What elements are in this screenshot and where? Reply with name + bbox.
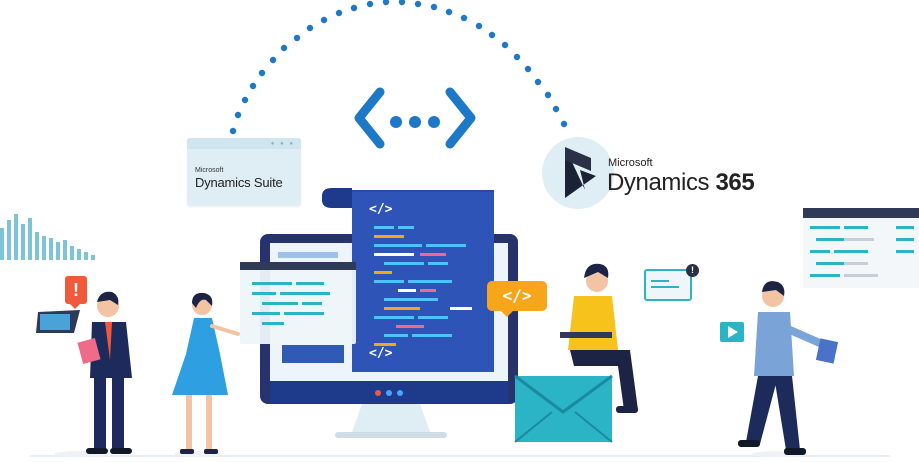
small-exclamation-icon: ! [686, 264, 699, 277]
scroll-code-tag-bottom: </> [369, 346, 393, 361]
suite-product-label: Dynamics Suite [195, 175, 283, 190]
person-developer [560, 263, 638, 413]
code-scroll [322, 188, 494, 372]
person-woman [172, 292, 240, 457]
card-title-bar [187, 138, 301, 149]
window-dots: ● ● ● [270, 141, 295, 147]
suite-brand-label: Microsoft [195, 167, 224, 174]
exclamation-icon: ! [65, 276, 87, 309]
audio-bars [0, 214, 95, 260]
right-code-card [803, 208, 919, 288]
d365-brand-label: Microsoft [608, 157, 653, 169]
code-tag-bubble: </> [487, 281, 547, 317]
floating-code-card [240, 262, 356, 344]
person-businessman [36, 291, 132, 457]
d365-version: 365 [715, 169, 755, 196]
play-icon [720, 322, 744, 342]
envelope-icon [514, 374, 613, 443]
dynamics-suite-card: ● ● ● Microsoft Dynamics Suite [187, 138, 301, 206]
d365-product-label: Dynamics 365 [607, 169, 755, 197]
dynamics-365-logo-icon [542, 137, 614, 209]
code-brackets-icon [354, 87, 476, 149]
small-screen [644, 269, 692, 301]
person-walking [738, 281, 839, 457]
scroll-code-tag-top: </> [369, 202, 393, 217]
d365-product-name: Dynamics [607, 169, 710, 196]
